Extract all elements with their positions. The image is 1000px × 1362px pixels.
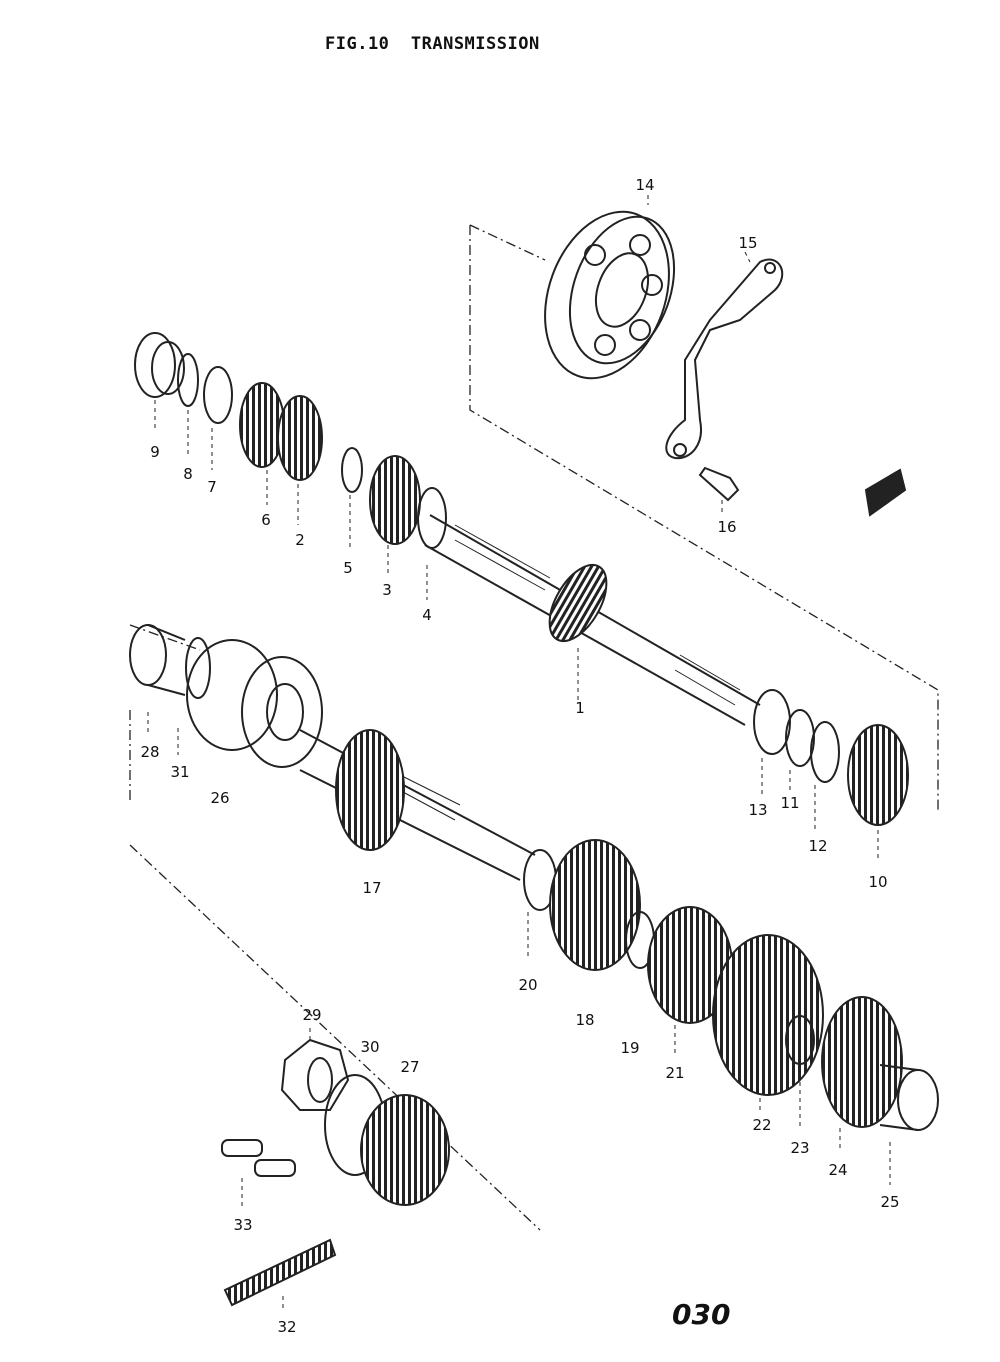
- callout-31: 31: [170, 763, 190, 781]
- callout-19: 19: [620, 1039, 640, 1057]
- gear-6: [239, 382, 323, 481]
- gear-24: [821, 996, 903, 1128]
- callout-33: 33: [233, 1216, 253, 1234]
- callout-32: 32: [277, 1318, 297, 1336]
- callout-12: 12: [808, 837, 828, 855]
- washer-23: [785, 1015, 815, 1065]
- callout-7: 7: [207, 478, 217, 496]
- callout-6: 6: [261, 511, 271, 529]
- bearing-14: [544, 210, 676, 380]
- callout-22: 22: [752, 1116, 772, 1134]
- chain-joint-33: [221, 1139, 296, 1177]
- gear-22: [712, 934, 824, 1096]
- callout-27: 27: [400, 1058, 420, 1076]
- o-ring-31: [185, 637, 211, 699]
- gear-17-integral: [335, 729, 405, 851]
- callout-14: 14: [635, 176, 655, 194]
- callout-30: 30: [360, 1038, 380, 1056]
- callout-10: 10: [868, 873, 888, 891]
- page-number: 030: [672, 1298, 731, 1331]
- bearing-26: [186, 639, 323, 768]
- circlip-11: [785, 709, 815, 767]
- callout-5: 5: [343, 559, 353, 577]
- callout-13: 13: [748, 801, 768, 819]
- main-shaft: [424, 514, 761, 726]
- circlip-5: [341, 447, 363, 493]
- callout-23: 23: [790, 1139, 810, 1157]
- gear-18: [549, 839, 641, 971]
- gear-3: [369, 455, 421, 545]
- callout-17: 17: [362, 879, 382, 897]
- callout-2: 2: [295, 531, 305, 549]
- washer-4: [417, 487, 447, 549]
- callout-24: 24: [828, 1161, 848, 1179]
- callout-29: 29: [302, 1006, 322, 1024]
- bearing-retainer-plate-15: [665, 258, 784, 460]
- callout-3: 3: [382, 581, 392, 599]
- callout-8: 8: [183, 465, 193, 483]
- washer-7: [203, 366, 233, 424]
- callout-28: 28: [140, 743, 160, 761]
- nut-29: [280, 1038, 350, 1111]
- washer-13: [753, 689, 791, 755]
- callout-18: 18: [575, 1011, 595, 1029]
- callout-21: 21: [665, 1064, 685, 1082]
- circlip-8: [177, 353, 199, 407]
- bearing-9: [134, 332, 185, 398]
- figure-title: FIG.10 TRANSMISSION: [325, 34, 540, 54]
- drive-chain-32: [223, 1238, 337, 1307]
- oil-seal-28: [129, 624, 186, 696]
- callout-20: 20: [518, 976, 538, 994]
- sprocket-27: [360, 1094, 450, 1206]
- gear-10: [847, 724, 909, 826]
- callout-1: 1: [575, 699, 585, 717]
- boundary-lines: [129, 224, 939, 1231]
- screw-16: [698, 466, 740, 502]
- leader-lines: [147, 195, 891, 1312]
- bushing-25: [879, 1064, 939, 1131]
- callout-15: 15: [738, 234, 758, 252]
- callout-16: 16: [717, 518, 737, 536]
- direction-arrow-icon: [864, 468, 907, 517]
- callout-11: 11: [780, 794, 800, 812]
- callout-25: 25: [880, 1193, 900, 1211]
- drive-shaft: [299, 729, 536, 881]
- callout-4: 4: [422, 606, 432, 624]
- callout-26: 26: [210, 789, 230, 807]
- washer-12: [810, 721, 840, 783]
- callout-9: 9: [150, 443, 160, 461]
